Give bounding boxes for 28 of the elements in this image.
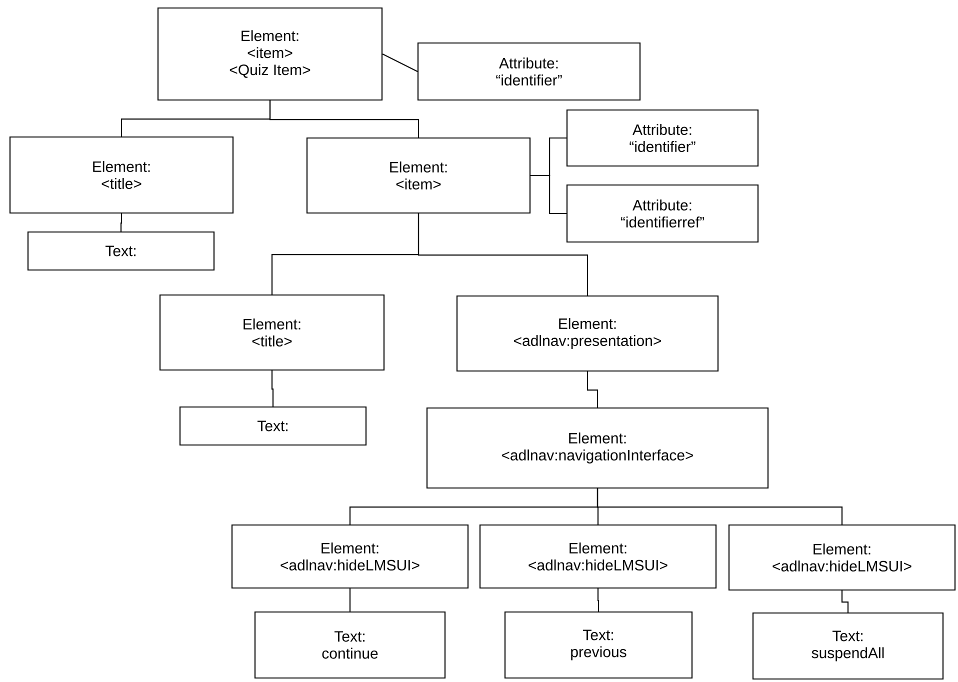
element-box: Element: <adlnav:hideLMSUI> (479, 524, 717, 589)
element-box: Element: <adlnav:presentation> (456, 295, 719, 372)
element-box: Attribute: “identifierref” (566, 184, 759, 243)
element-box: Element: <title> (159, 294, 385, 371)
connector-line (120, 214, 122, 232)
element-box: Attribute: “identifier” (566, 109, 759, 167)
element-box: Text: continue (254, 611, 446, 679)
connector-line (596, 488, 843, 524)
element-box: Element: <item> (306, 137, 531, 214)
element-box: Element: <item> <Quiz Item> (157, 7, 383, 101)
element-box: Text: suspendAll (752, 612, 944, 680)
connector-line (269, 100, 420, 138)
element-box: Text: (27, 231, 215, 271)
connector-line (382, 54, 418, 72)
connector-line (418, 214, 588, 296)
element-box: Element: <title> (9, 136, 234, 214)
connector-line (271, 370, 274, 406)
element-box: Element: <adlnav:navigationInterface> (426, 407, 769, 489)
element-box: Element: <adlnav:hideLMSUI> (231, 524, 469, 589)
connector-line (349, 588, 351, 612)
connector-line (597, 588, 600, 612)
element-box: Text: (179, 406, 367, 446)
element-box: Attribute: “identifier” (417, 42, 641, 101)
connector-line (586, 372, 598, 408)
element-box: Element: <adlnav:hideLMSUI> (728, 524, 956, 591)
element-box: Text: previous (504, 611, 693, 679)
connector-line (530, 174, 566, 214)
connector-line (841, 590, 849, 612)
